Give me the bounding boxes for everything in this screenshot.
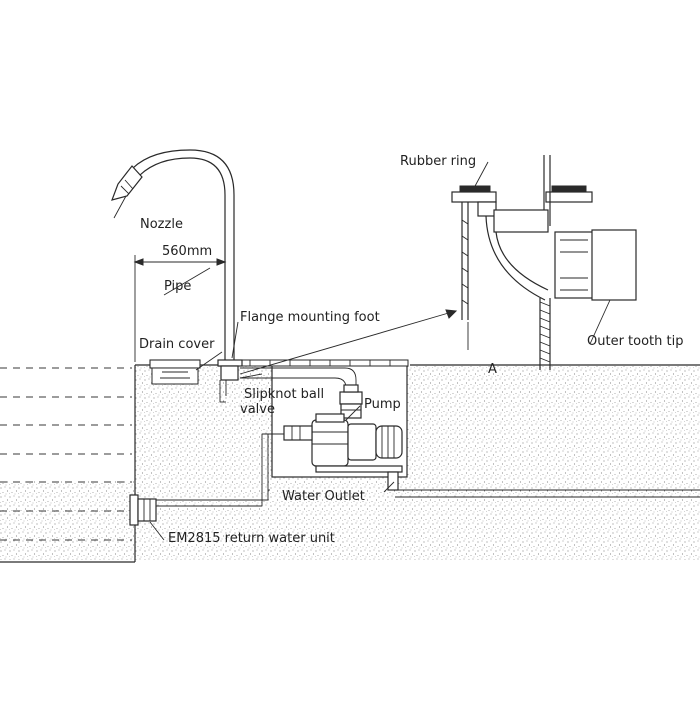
label-drain-cover: Drain cover xyxy=(139,337,215,352)
flange-mounting-foot xyxy=(217,359,243,381)
drain-cover xyxy=(149,359,201,385)
label-flange-mounting-foot: Flange mounting foot xyxy=(240,310,380,325)
pool-water xyxy=(0,367,132,541)
ground-concrete xyxy=(0,364,700,563)
nozzle-icon xyxy=(111,165,143,201)
gooseneck-pipe xyxy=(132,149,235,362)
diagram-labels: Nozzle 560mm Pipe Flange mounting foot D… xyxy=(139,154,683,546)
detail-a-drawing xyxy=(451,155,637,370)
callout-leaders xyxy=(113,161,611,541)
label-rubber-ring: Rubber ring xyxy=(400,154,476,169)
buried-piping xyxy=(155,367,700,507)
label-slipknot-ball-valve: Slipknot ball xyxy=(244,387,324,402)
return-water-unit xyxy=(129,494,157,526)
label-pump: Pump xyxy=(364,397,401,412)
label-dimension: 560mm xyxy=(162,244,212,259)
label-detail-a: A xyxy=(488,362,497,377)
dimension-line xyxy=(133,255,227,362)
label-nozzle: Nozzle xyxy=(140,217,183,232)
label-return-water-unit: EM2815 return water unit xyxy=(168,531,335,546)
label-pipe: Pipe xyxy=(164,279,191,294)
pump xyxy=(262,413,403,491)
label-slipknot-ball-valve-2: valve xyxy=(240,402,275,417)
detail-leader-arrow xyxy=(239,309,458,375)
label-water-outlet: Water Outlet xyxy=(282,489,365,504)
slipknot-ball-valve xyxy=(339,384,363,419)
label-outer-tooth-tip: Outer tooth tip xyxy=(587,334,683,349)
